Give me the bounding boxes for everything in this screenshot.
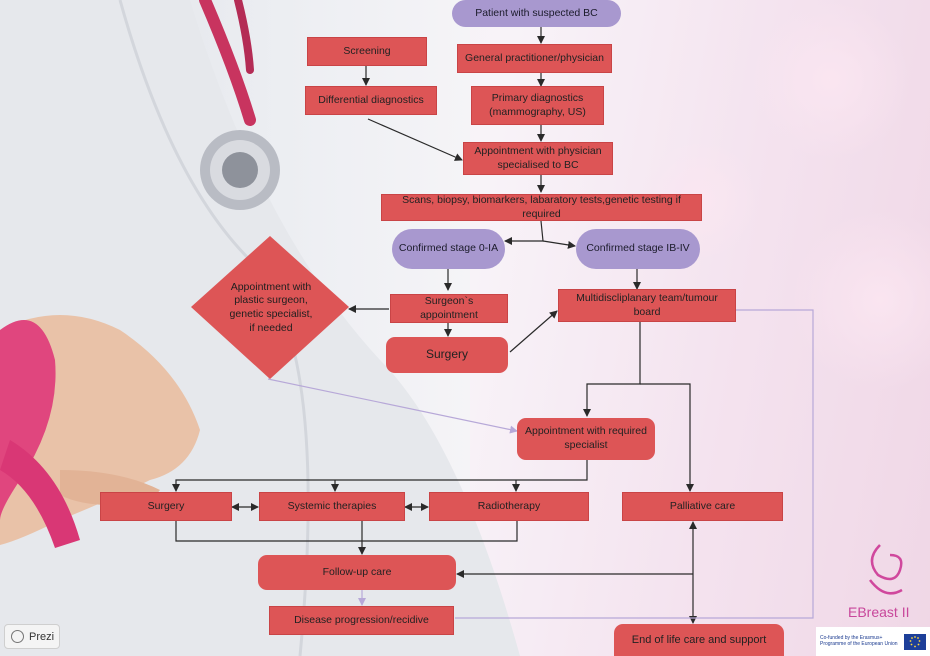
eu-cofunded-badge: Co-funded by the Erasmus+ Programme of t… <box>816 627 930 656</box>
palliative-care-node: Palliative care <box>622 492 783 521</box>
prezi-badge[interactable]: Prezi <box>4 624 60 649</box>
diamond-label: Appointment with plastic surgeon, geneti… <box>229 280 313 334</box>
prezi-icon <box>11 630 24 643</box>
screening-node: Screening <box>307 37 427 66</box>
confirmed-stage-0-ia-node: Confirmed stage 0-IA <box>392 229 505 269</box>
systemic-therapies-node: Systemic therapies <box>259 492 405 521</box>
disease-progression-node: Disease progression/recidive <box>269 606 454 635</box>
eu-flag-icon <box>904 633 926 650</box>
appointment-bc-specialist-node: Appointment with physician specialised t… <box>463 142 613 175</box>
follow-up-care-node: Follow-up care <box>258 555 456 590</box>
patient-suspected-bc-node: Patient with suspected BC <box>452 0 621 27</box>
required-specialist-node: Appointment with required specialist <box>517 418 655 460</box>
prezi-label: Prezi <box>29 630 55 643</box>
confirmed-stage-ib-iv-node: Confirmed stage IB-IV <box>576 229 700 269</box>
scans-biopsy-node: Scans, biopsy, biomarkers, labaratory te… <box>381 194 702 221</box>
general-practitioner-node: General practitioner/physician <box>457 44 612 73</box>
differential-diagnostics-node: Differential diagnostics <box>305 86 437 115</box>
ebreast-logo-text: EBreast II <box>848 604 910 620</box>
mdt-tumour-board-node: Multidiscliplanary team/tumour board <box>558 289 736 322</box>
surgery-stage0-node: Surgery <box>386 337 508 373</box>
end-of-life-care-node: End of life care and support <box>614 624 784 656</box>
primary-diagnostics-node: Primary diagnostics (mammography, US) <box>471 86 604 125</box>
surgery-treatment-node: Surgery <box>100 492 232 521</box>
eu-cofunded-text: Co-funded by the Erasmus+ Programme of t… <box>820 634 898 647</box>
surgeon-appointment-node: Surgeon`s appointment <box>390 294 508 323</box>
specialist-decision-diamond <box>191 236 349 379</box>
radiotherapy-node: Radiotherapy <box>429 492 589 521</box>
